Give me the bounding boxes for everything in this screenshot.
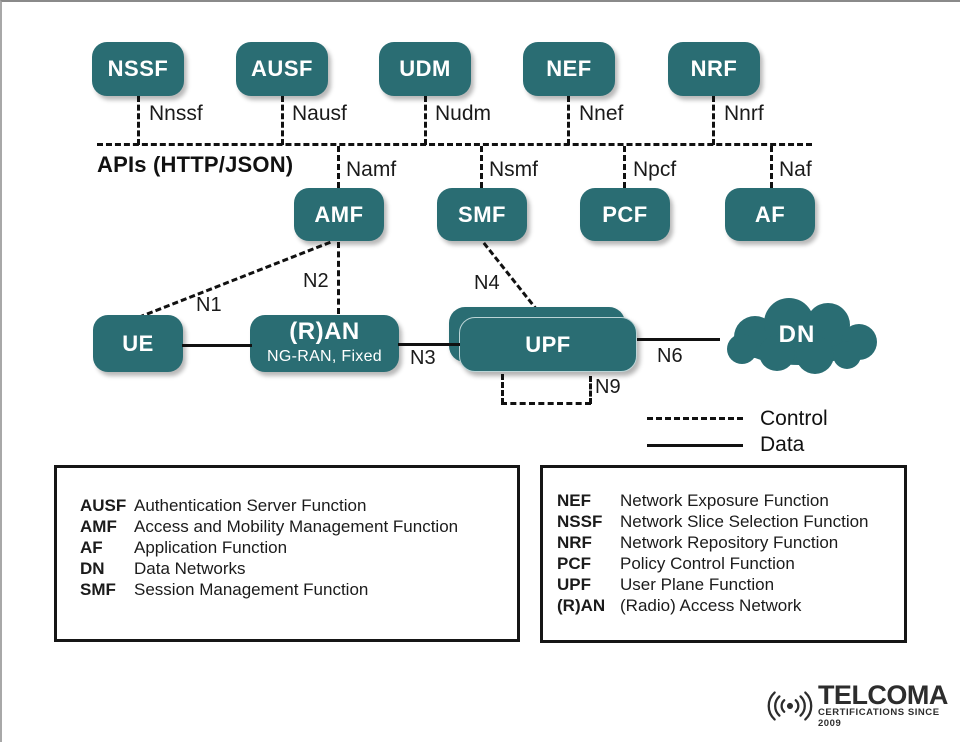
glossary-def: Authentication Server Function — [134, 496, 367, 515]
glossary-row: AMF Access and Mobility Management Funct… — [80, 516, 517, 537]
legend-control-label: Control — [760, 407, 828, 430]
service-bus-line — [97, 143, 812, 146]
glossary-row: AUSF Authentication Server Function — [80, 495, 517, 516]
nf-box-nef: NEF — [523, 42, 615, 96]
ref-label-nausf: Nausf — [292, 102, 347, 125]
glossary-abbr: (R)AN — [557, 596, 606, 615]
glossary-abbr: NSSF — [557, 512, 603, 531]
nf-box-udm: UDM — [379, 42, 471, 96]
glossary-row: NEF Network Exposure Function — [557, 490, 904, 511]
glossary-box-right: NEF Network Exposure Function NSSF Netwo… — [540, 465, 907, 643]
legend-data-line — [647, 444, 743, 447]
glossary-def: Policy Control Function — [620, 554, 795, 573]
glossary-abbr: NEF — [557, 491, 591, 510]
glossary-box-left: AUSF Authentication Server Function AMF … — [54, 465, 520, 642]
nausf-stub-line — [281, 96, 284, 145]
nf-box-ausf: AUSF — [236, 42, 328, 96]
n9-loop-bottom-line — [501, 402, 591, 405]
ref-label-namf: Namf — [346, 158, 397, 181]
n3-label: N3 — [410, 347, 436, 369]
n9-label: N9 — [595, 376, 621, 398]
n2-link-line — [337, 242, 340, 314]
n1-link-line — [138, 240, 331, 319]
glossary-abbr: NRF — [557, 533, 592, 552]
glossary-def: Network Slice Selection Function — [620, 512, 869, 531]
naf-stub-line — [770, 146, 773, 188]
node-cloud-dn: DN — [707, 297, 887, 377]
glossary-row: NRF Network Repository Function — [557, 532, 904, 553]
n2-label: N2 — [303, 270, 329, 292]
logo-name: TELCOMA — [817, 680, 948, 710]
glossary-abbr: DN — [80, 559, 105, 578]
nf-box-smf: SMF — [437, 188, 527, 241]
ref-label-nnssf: Nnssf — [149, 102, 203, 125]
n9-loop-left-line — [501, 374, 504, 404]
namf-stub-line — [337, 146, 340, 188]
nnrf-stub-line — [712, 96, 715, 145]
ref-label-nsmf: Nsmf — [489, 158, 538, 181]
n3-link-line — [398, 343, 460, 346]
glossary-row: PCF Policy Control Function — [557, 553, 904, 574]
glossary-row: SMF Session Management Function — [80, 579, 517, 600]
ue-ran-link-line — [182, 344, 252, 347]
glossary-def: Access and Mobility Management Function — [134, 517, 459, 536]
node-box-ue: UE — [93, 315, 183, 372]
glossary-abbr: PCF — [557, 554, 591, 573]
npcf-stub-line — [623, 146, 626, 188]
glossary-row: AF Application Function — [80, 537, 517, 558]
glossary-def: Data Networks — [134, 559, 246, 578]
glossary-row: DN Data Networks — [80, 558, 517, 579]
telcoma-logo: TELCOMA CERTIFICATIONS SINCE 2009 — [766, 680, 960, 729]
nnssf-stub-line — [137, 96, 140, 145]
glossary-abbr: AUSF — [80, 496, 127, 515]
legend-data-label: Data — [760, 433, 805, 456]
radio-waves-icon — [767, 691, 813, 721]
logo-tagline: CERTIFICATIONS SINCE 2009 — [817, 707, 940, 729]
node-box-upf: UPF — [459, 317, 637, 372]
glossary-abbr: UPF — [557, 575, 591, 594]
nf-box-pcf: PCF — [580, 188, 670, 241]
ran-title: (R)AN — [289, 317, 360, 345]
glossary-row: UPF User Plane Function — [557, 574, 904, 595]
glossary-def: Session Management Function — [134, 580, 369, 599]
n9-loop-right-line — [589, 376, 592, 404]
glossary-def: (Radio) Access Network — [620, 596, 802, 615]
n6-label: N6 — [657, 345, 683, 367]
nf-box-af: AF — [725, 188, 815, 241]
nf-box-amf: AMF — [294, 188, 384, 241]
nsmf-stub-line — [480, 146, 483, 188]
ref-label-naf: Naf — [779, 158, 812, 181]
ref-label-nudm: Nudm — [435, 102, 492, 125]
ran-subtitle: NG-RAN, Fixed — [266, 347, 383, 365]
glossary-def: Network Repository Function — [620, 533, 839, 552]
ref-label-nnrf: Nnrf — [724, 102, 764, 125]
apis-bus-label: APIs (HTTP/JSON) — [97, 152, 294, 177]
dn-label: DN — [778, 321, 816, 348]
nnef-stub-line — [567, 96, 570, 145]
n1-label: N1 — [196, 294, 222, 316]
glossary-abbr: AF — [80, 538, 103, 557]
glossary-abbr: AMF — [80, 517, 117, 536]
node-box-ran: (R)AN NG-RAN, Fixed — [250, 315, 399, 372]
n6-link-line — [637, 338, 720, 341]
nudm-stub-line — [424, 96, 427, 145]
glossary-row: NSSF Network Slice Selection Function — [557, 511, 904, 532]
glossary-def: Application Function — [134, 538, 288, 557]
dn-cloud-icon — [727, 298, 877, 374]
nf-box-nrf: NRF — [668, 42, 760, 96]
ref-label-npcf: Npcf — [633, 158, 677, 181]
ref-label-nnef: Nnef — [579, 102, 624, 125]
n4-label: N4 — [474, 272, 500, 294]
nf-box-nssf: NSSF — [92, 42, 184, 96]
glossary-row: (R)AN (Radio) Access Network — [557, 595, 904, 616]
glossary-abbr: SMF — [80, 580, 116, 599]
glossary-def: Network Exposure Function — [620, 491, 829, 510]
legend-control-line — [647, 417, 743, 420]
glossary-def: User Plane Function — [620, 575, 775, 594]
